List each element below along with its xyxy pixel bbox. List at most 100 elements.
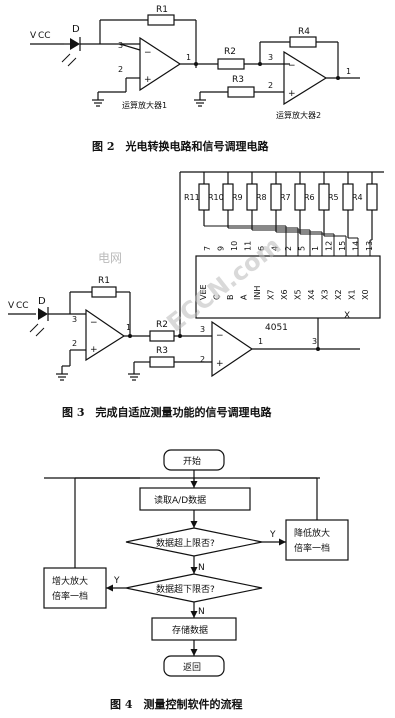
mux-pin-label: X3 — [321, 289, 330, 300]
r1-label-fig3: R1 — [98, 276, 110, 286]
mux-pin-number: 11 — [244, 241, 253, 251]
mux-pin-number: 5 — [298, 246, 307, 251]
ladder-resistor-label: R10 — [208, 193, 224, 202]
figure2-caption: 图 2 光电转换电路和信号调理电路 — [92, 139, 269, 153]
amp2-pin1: 1 — [346, 67, 351, 76]
mux-pin-label: X6 — [280, 289, 289, 300]
flow-increase-gain-line1: 增大放大 — [52, 575, 88, 587]
mux-pin-number: 1 — [311, 246, 320, 251]
figure4-flowchart: 开始 读取A/D数据 数据超上限否? Y 降低放大 倍率一档 N 数据超下限否?… — [43, 449, 349, 677]
ground-icon — [92, 99, 104, 107]
vcc-label-fig3: V CC — [8, 301, 29, 311]
svg-text:+: + — [288, 89, 296, 99]
ladder-resistor-label: R8 — [256, 193, 267, 202]
mux-pin3: 3 — [312, 337, 317, 346]
op-amp-1 — [139, 36, 182, 92]
flow-increase-gain — [43, 567, 107, 609]
r2-resistor — [217, 58, 245, 70]
flow-check-lower-label: 数据超下限否? — [156, 583, 215, 595]
mux-x-pin: X — [344, 311, 350, 321]
resistor-ladder: R11 R10 R9 R8 R7 R6 R5 R4 — [184, 172, 378, 256]
mux-pin-label: X1 — [348, 289, 357, 300]
fig3-amp2-pin3: 3 — [200, 325, 205, 334]
figure2-circuit: V CC D R1 − + 3 2 — [30, 5, 360, 120]
amp1-pin1: 1 — [186, 53, 191, 62]
mux-pin-number: 2 — [284, 246, 293, 251]
flow-start-label: 开始 — [183, 455, 201, 467]
svg-text:−: − — [90, 318, 98, 328]
flow-increase-gain-line2: 倍率一档 — [52, 590, 88, 602]
photodiode-icon — [29, 307, 49, 337]
flow-read-label: 读取A/D数据 — [154, 494, 206, 506]
figure4-caption: 图 4 测量控制软件的流程 — [110, 697, 242, 711]
amp1-label: 运算放大器1 — [122, 100, 167, 110]
ladder-resistor-label: R5 — [328, 193, 339, 202]
mux-pin-number: 15 — [338, 241, 347, 251]
ground-icon — [194, 99, 206, 107]
amp1-pin2: 2 — [118, 65, 123, 74]
ground-icon — [56, 373, 68, 381]
ladder-resistor-label: R9 — [232, 193, 243, 202]
fig3-amp2-pin2: 2 — [200, 355, 205, 364]
mux-pin-number: 12 — [325, 241, 334, 251]
svg-text:+: + — [144, 75, 152, 85]
fig3-amp1-pin2: 2 — [72, 339, 77, 348]
mux-pin-label: INH — [253, 286, 262, 300]
mux-pin-number: 13 — [365, 241, 374, 251]
mux-pin-number: 14 — [352, 241, 361, 251]
r4-resistor — [289, 36, 317, 48]
r2-label-fig3: R2 — [156, 320, 168, 330]
ladder-resistor-label: R6 — [304, 193, 315, 202]
flow-return-label: 返回 — [183, 661, 201, 673]
flow-no-upper: N — [198, 563, 205, 573]
mux-pin-label: A — [240, 294, 249, 300]
mux-pin-label: X4 — [307, 289, 316, 300]
flow-no-lower: N — [198, 607, 205, 617]
svg-text:−: − — [216, 331, 224, 341]
r2-resistor-fig3 — [149, 330, 175, 342]
diode-label: D — [72, 24, 80, 35]
mux-4051 — [195, 255, 381, 319]
op-amp-2 — [283, 50, 328, 106]
mux-pin-label: VEE — [199, 284, 208, 300]
mux-pin-number: 6 — [257, 246, 266, 251]
vcc-label: V CC — [30, 31, 51, 41]
mux-pin-label: C — [213, 294, 222, 300]
ground-icon — [128, 373, 140, 381]
r2-label: R2 — [224, 47, 236, 57]
r3-label: R3 — [232, 75, 244, 85]
fig3-amp2-pin1: 1 — [258, 337, 263, 346]
mux-pin-label: B — [226, 295, 235, 301]
ladder-resistor-label: R4 — [352, 193, 363, 202]
amp1-pin3: 3 — [118, 41, 123, 50]
r1-resistor — [147, 14, 175, 26]
fig3-amp1-pin3: 3 — [72, 315, 77, 324]
svg-text:−: − — [144, 48, 152, 58]
flow-return — [163, 655, 225, 677]
ladder-resistor-label: R7 — [280, 193, 291, 202]
fig3-amp1-pin1: 1 — [126, 323, 131, 332]
svg-text:−: − — [288, 61, 296, 71]
mux-pin-label: X5 — [294, 289, 303, 300]
mux-name: 4051 — [265, 323, 288, 333]
op-amp-2-fig3 — [211, 320, 254, 378]
diode-label-fig3: D — [38, 296, 46, 307]
mux-pin-label: X2 — [334, 289, 343, 300]
flow-check-upper-label: 数据超上限否? — [156, 537, 215, 549]
flow-read — [139, 487, 251, 511]
flow-yes-lower: Y — [113, 576, 120, 586]
mux-pin-number: 4 — [271, 246, 280, 251]
r3-label-fig3: R3 — [156, 346, 168, 356]
amp2-pin2: 2 — [268, 81, 273, 90]
r4-label: R4 — [298, 27, 310, 37]
mux-pin-label: X7 — [267, 289, 276, 300]
svg-text:+: + — [90, 345, 98, 355]
mux-pin-number: 7 — [203, 246, 212, 251]
ladder-resistor-label: R11 — [184, 193, 200, 202]
r1-resistor-fig3 — [91, 286, 117, 298]
flow-yes-upper: Y — [269, 530, 276, 540]
